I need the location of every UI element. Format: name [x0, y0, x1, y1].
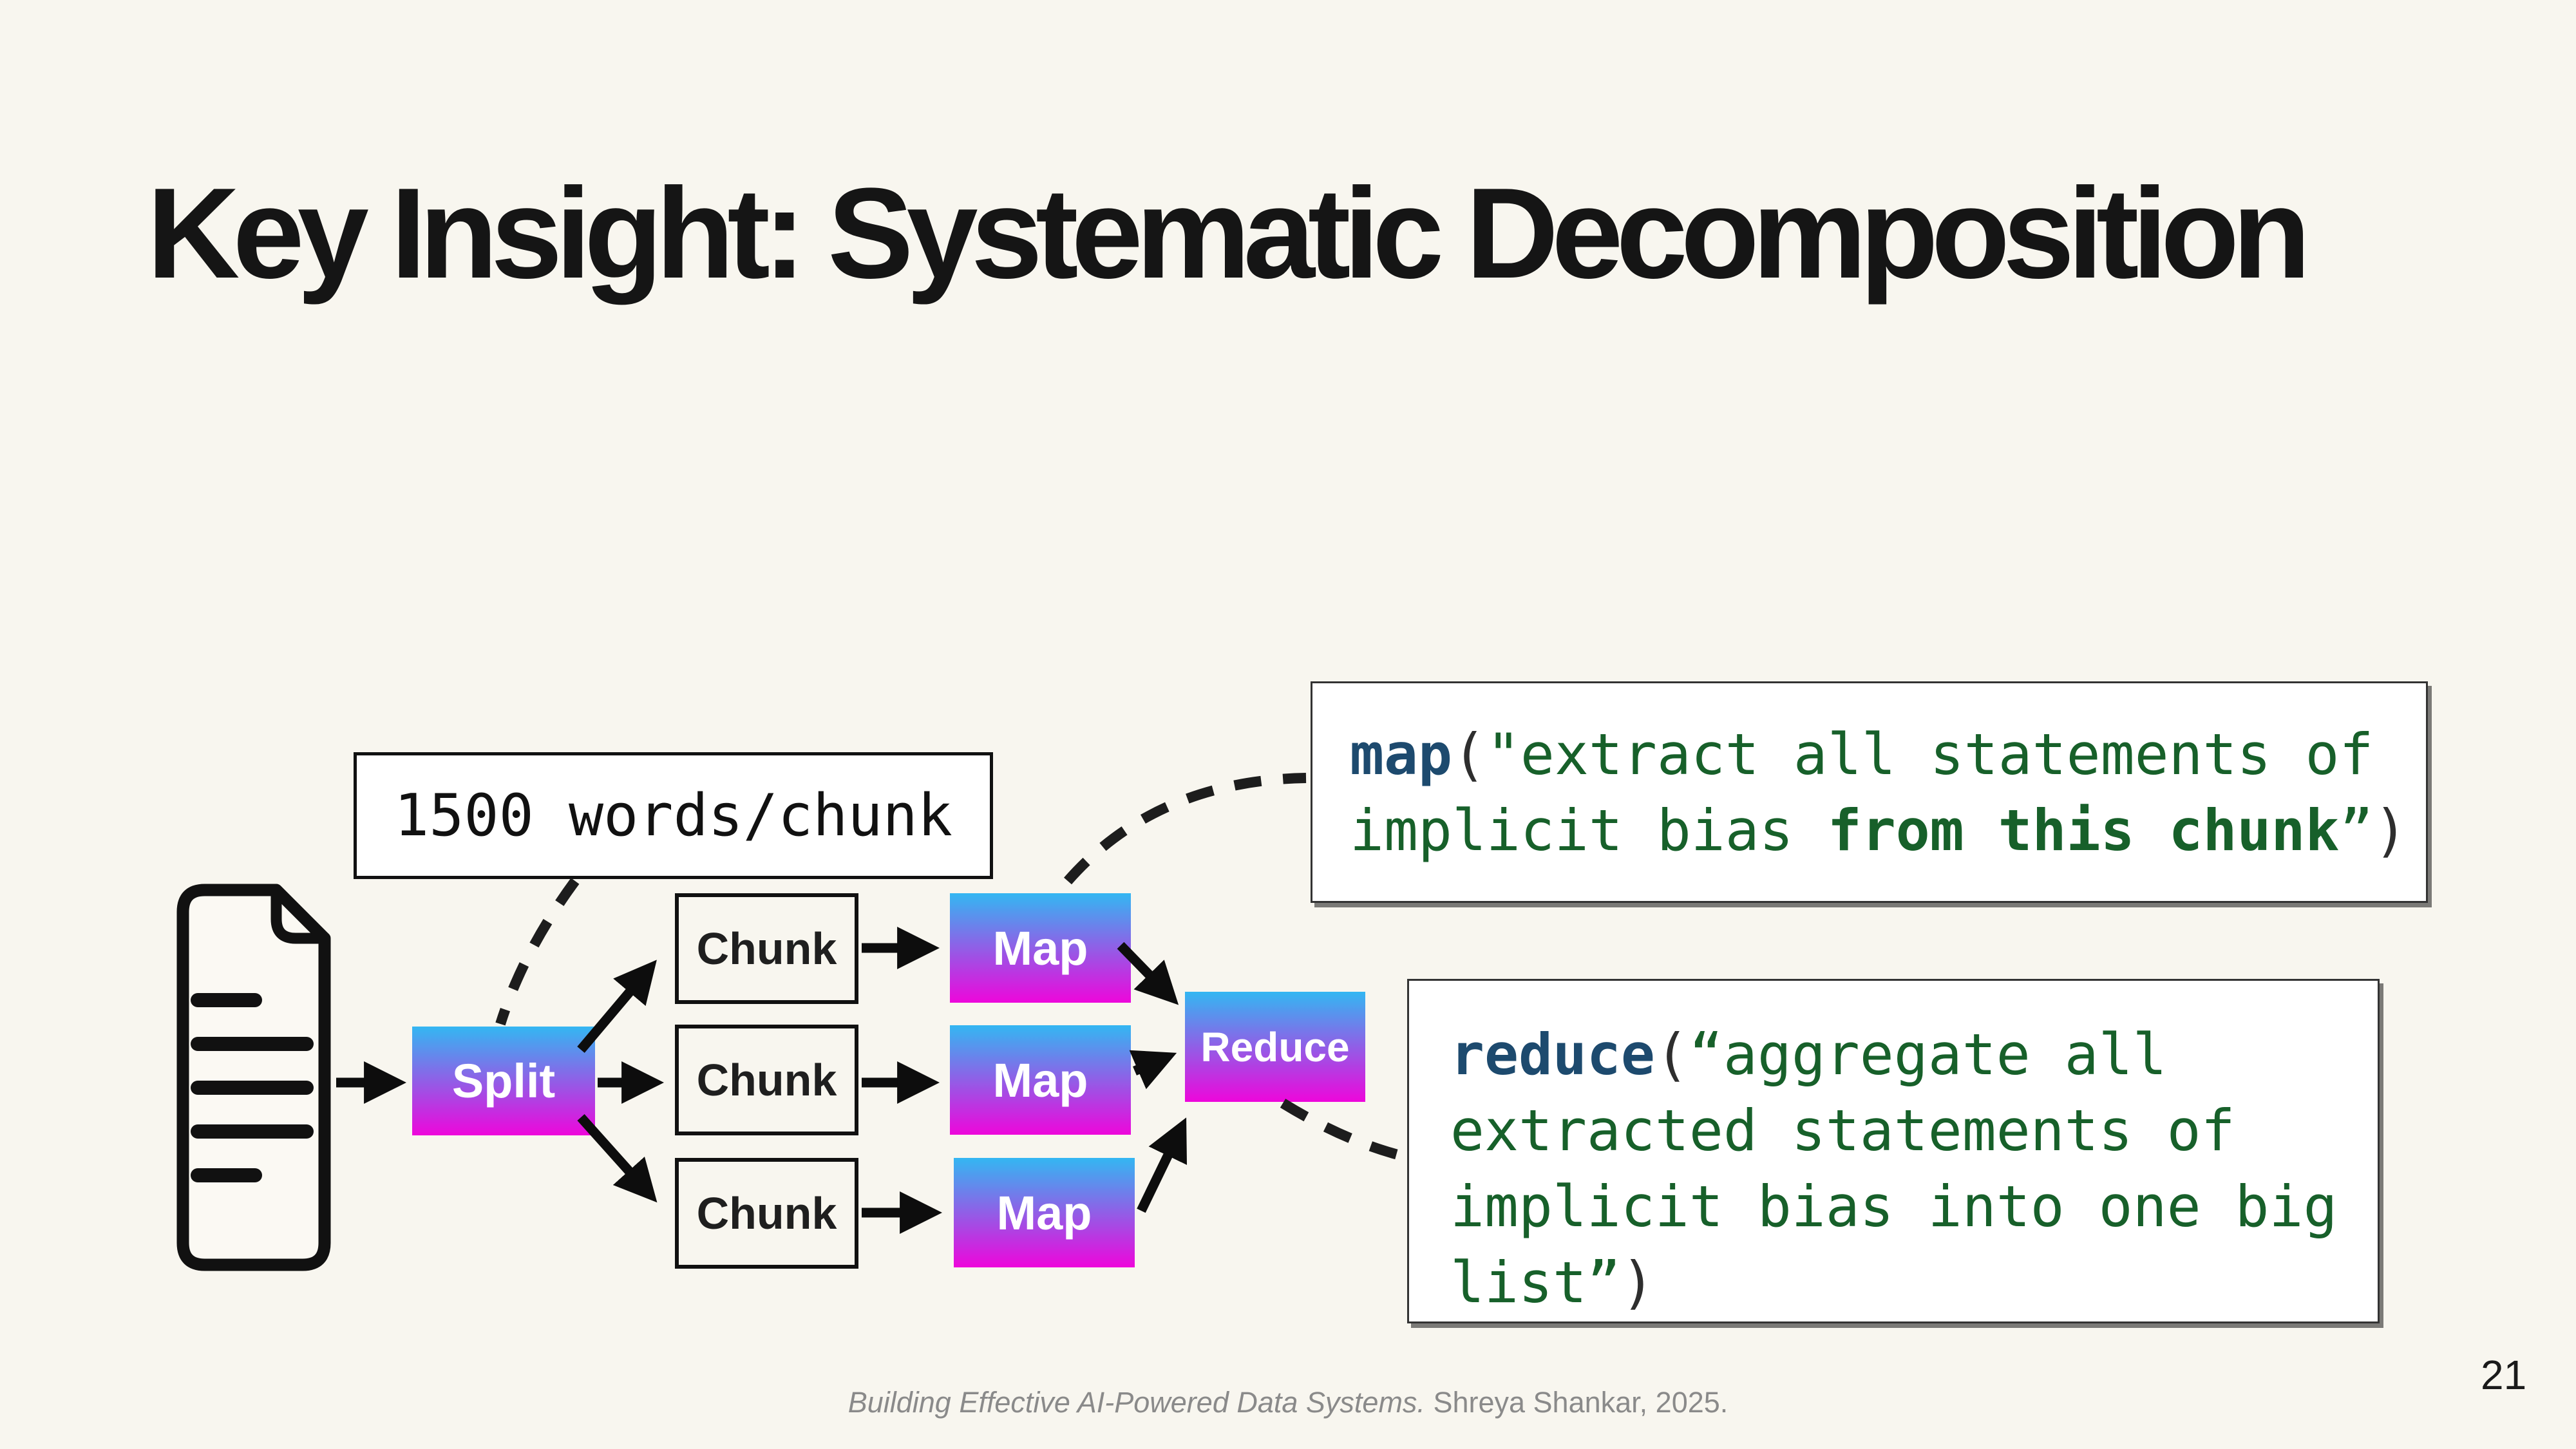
reduce-node-label: Reduce: [1200, 1023, 1350, 1070]
chunk-node-3-label: Chunk: [696, 1188, 837, 1238]
reduce-code-line-3: implicit bias into one big: [1450, 1173, 2338, 1240]
reduce-keyword: reduce: [1450, 1021, 1655, 1088]
page-title: Key Insight: Systematic Decomposition: [147, 162, 2311, 305]
arrow-map2-to-reduce: [1129, 1050, 1177, 1090]
chunk-node-2: Chunk: [675, 1025, 858, 1135]
split-node: Split: [412, 1027, 595, 1135]
chunk-node-1: Chunk: [675, 893, 858, 1004]
chunk-node-2-label: Chunk: [696, 1055, 837, 1105]
document-icon: [176, 884, 331, 1271]
arrow-map3-to-reduce: [1137, 1117, 1188, 1213]
reduce-code-callout: reduce(“aggregate all extracted statemen…: [1407, 979, 2380, 1323]
map-code-callout: map("extract all statements of implicit …: [1311, 681, 2428, 903]
map-node-2-label: Map: [992, 1053, 1088, 1107]
dashed-link-note-to-split: [495, 878, 580, 1026]
page-number: 21: [2481, 1352, 2527, 1398]
dashed-link-map-to-mapcode: [1063, 773, 1307, 885]
dashed-link-reduce-to-reducecode: [1280, 1099, 1404, 1161]
map-node-1-label: Map: [992, 921, 1088, 975]
footer-citation: Building Effective AI-Powered Data Syste…: [0, 1386, 2576, 1419]
chunk-node-3: Chunk: [675, 1158, 858, 1269]
split-node-label: Split: [451, 1054, 556, 1108]
map-keyword: map: [1350, 721, 1452, 788]
map-code-line-2: implicit bias from this chunk”): [1350, 797, 2408, 864]
map-code-line-1: map("extract all statements of: [1350, 721, 2374, 788]
chunk-size-note: 1500 words/chunk: [354, 752, 993, 879]
map-node-1: Map: [950, 893, 1131, 1003]
footer-citation-author: Shreya Shankar, 2025.: [1425, 1386, 1728, 1419]
chunk-size-note-label: 1500 words/chunk: [394, 782, 952, 849]
reduce-code-line-2: extracted statements of: [1450, 1097, 2235, 1164]
document-text-lines: [191, 993, 314, 1182]
map-node-3-label: Map: [996, 1186, 1092, 1240]
reduce-code-line-1: reduce(“aggregate all: [1450, 1021, 2167, 1088]
footer-citation-title: Building Effective AI-Powered Data Syste…: [848, 1386, 1425, 1419]
reduce-code-line-4: list”): [1450, 1249, 1655, 1316]
chunk-node-1-label: Chunk: [696, 923, 837, 974]
map-node-3: Map: [954, 1158, 1135, 1267]
map-node-2: Map: [950, 1025, 1131, 1135]
reduce-node: Reduce: [1185, 992, 1365, 1102]
